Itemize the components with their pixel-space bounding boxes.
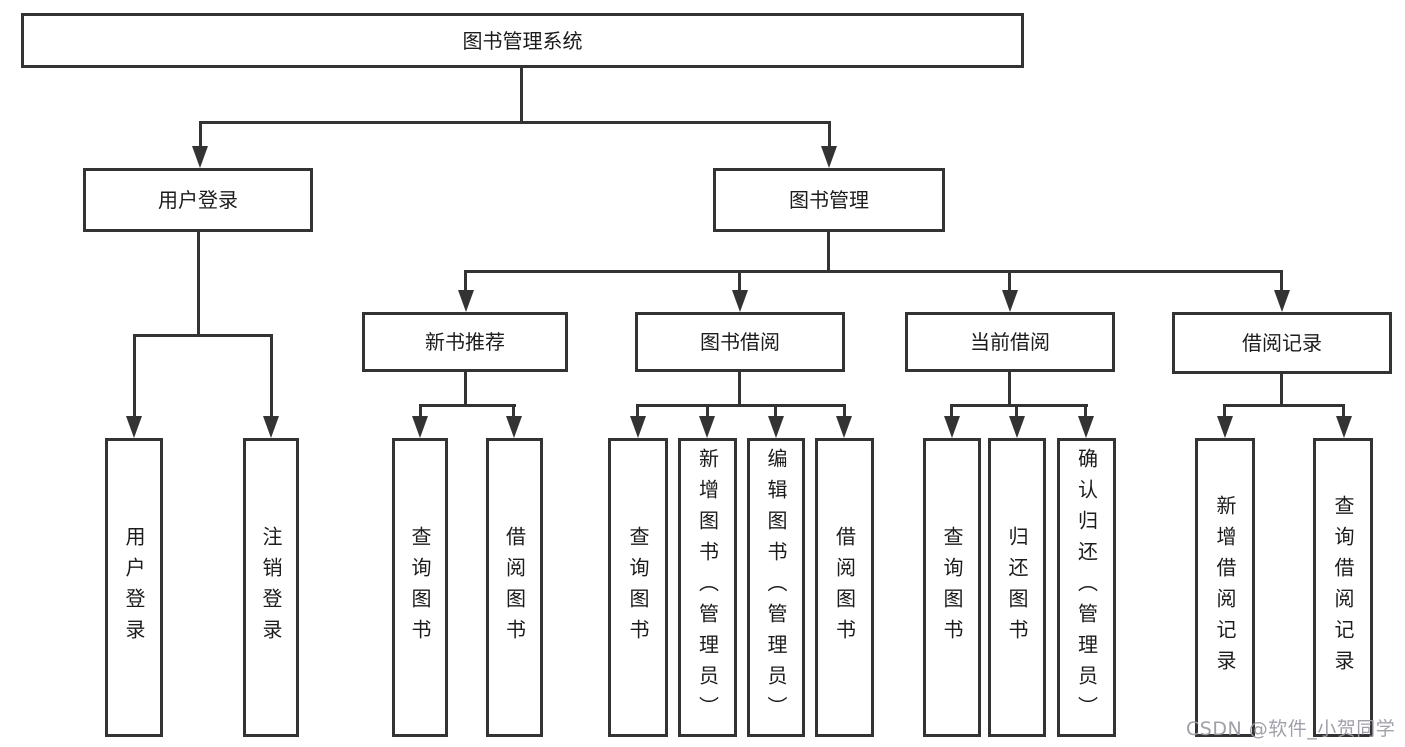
connector-bar: [951, 404, 1088, 407]
leaf-query-books: 查询图书: [608, 438, 668, 737]
arrow-down-icon: [458, 290, 474, 312]
connector-stem: [1280, 372, 1283, 406]
arrow-down-icon: [732, 290, 748, 312]
connector-arrow-line: [706, 404, 709, 420]
arrow-down-icon: [1002, 290, 1018, 312]
arrow-down-icon: [699, 416, 715, 438]
arrow-down-icon: [192, 146, 208, 168]
leaf-confirm-return-admin: 确认归还（管理员）: [1057, 438, 1116, 737]
connector-arrow-line: [199, 121, 202, 149]
connector-arrow-line: [1223, 404, 1226, 420]
connector-arrow-line: [419, 404, 422, 420]
connector-level1-bar: [199, 121, 831, 124]
arrow-down-icon: [506, 416, 522, 438]
connector-arrow-line: [464, 270, 467, 292]
arrow-down-icon: [412, 416, 428, 438]
connector-stem: [1008, 372, 1011, 406]
connector-user-login-bar: [133, 334, 273, 337]
connector-book-mgmt-stem: [827, 232, 830, 272]
connector-bar: [1224, 404, 1345, 407]
arrow-down-icon: [630, 416, 646, 438]
connector-bar: [419, 404, 516, 407]
leaf-return-books: 归还图书: [988, 438, 1046, 737]
node-new-book-recommend: 新书推荐: [362, 312, 568, 372]
arrow-down-icon: [944, 416, 960, 438]
leaf-query-books: 查询图书: [392, 438, 448, 737]
connector-arrow-line: [636, 404, 639, 420]
connector-stem: [464, 372, 467, 406]
arrow-down-icon: [1009, 416, 1025, 438]
connector-arrow-line: [1008, 270, 1011, 292]
connector-bar: [637, 404, 846, 407]
leaf-add-borrow-record: 新增借阅记录: [1195, 438, 1255, 737]
arrow-down-icon: [1336, 416, 1352, 438]
connector-arrow-line: [828, 121, 831, 149]
leaf-logout: 注销登录: [243, 438, 299, 737]
leaf-borrow-books: 借阅图书: [815, 438, 874, 737]
connector-arrow-line: [270, 334, 273, 420]
arrow-down-icon: [1274, 290, 1290, 312]
connector-stem: [738, 372, 741, 406]
connector-user-login-stem: [197, 232, 200, 336]
arrow-down-icon: [768, 416, 784, 438]
connector-root-stem: [520, 68, 523, 122]
node-borrow-records: 借阅记录: [1172, 312, 1392, 374]
arrow-down-icon: [1217, 416, 1233, 438]
arrow-down-icon: [821, 146, 837, 168]
connector-arrow-line: [738, 270, 741, 292]
leaf-edit-books-admin: 编辑图书（管理员）: [747, 438, 805, 737]
connector-level2-bar: [465, 270, 1283, 273]
node-root: 图书管理系统: [21, 13, 1024, 68]
arrow-down-icon: [1078, 416, 1094, 438]
leaf-borrow-books: 借阅图书: [486, 438, 543, 737]
leaf-add-books-admin: 新增图书（管理员）: [678, 438, 737, 737]
connector-arrow-line: [133, 334, 136, 420]
connector-arrow-line: [1280, 270, 1283, 292]
node-book-management: 图书管理: [713, 168, 945, 232]
connector-arrow-line: [1084, 404, 1087, 420]
node-book-borrow: 图书借阅: [635, 312, 845, 372]
connector-arrow-line: [512, 404, 515, 420]
csdn-watermark: CSDN @软件_小贺同学: [1186, 718, 1396, 740]
connector-arrow-line: [1015, 404, 1018, 420]
arrow-down-icon: [263, 416, 279, 438]
arrow-down-icon: [126, 416, 142, 438]
arrow-down-icon: [836, 416, 852, 438]
connector-arrow-line: [774, 404, 777, 420]
node-user-login: 用户登录: [83, 168, 313, 232]
leaf-user-login: 用户登录: [105, 438, 163, 737]
leaf-query-books: 查询图书: [923, 438, 981, 737]
connector-arrow-line: [843, 404, 846, 420]
connector-arrow-line: [1342, 404, 1345, 420]
connector-arrow-line: [950, 404, 953, 420]
node-current-borrow: 当前借阅: [905, 312, 1115, 372]
leaf-query-borrow-record: 查询借阅记录: [1313, 438, 1373, 737]
